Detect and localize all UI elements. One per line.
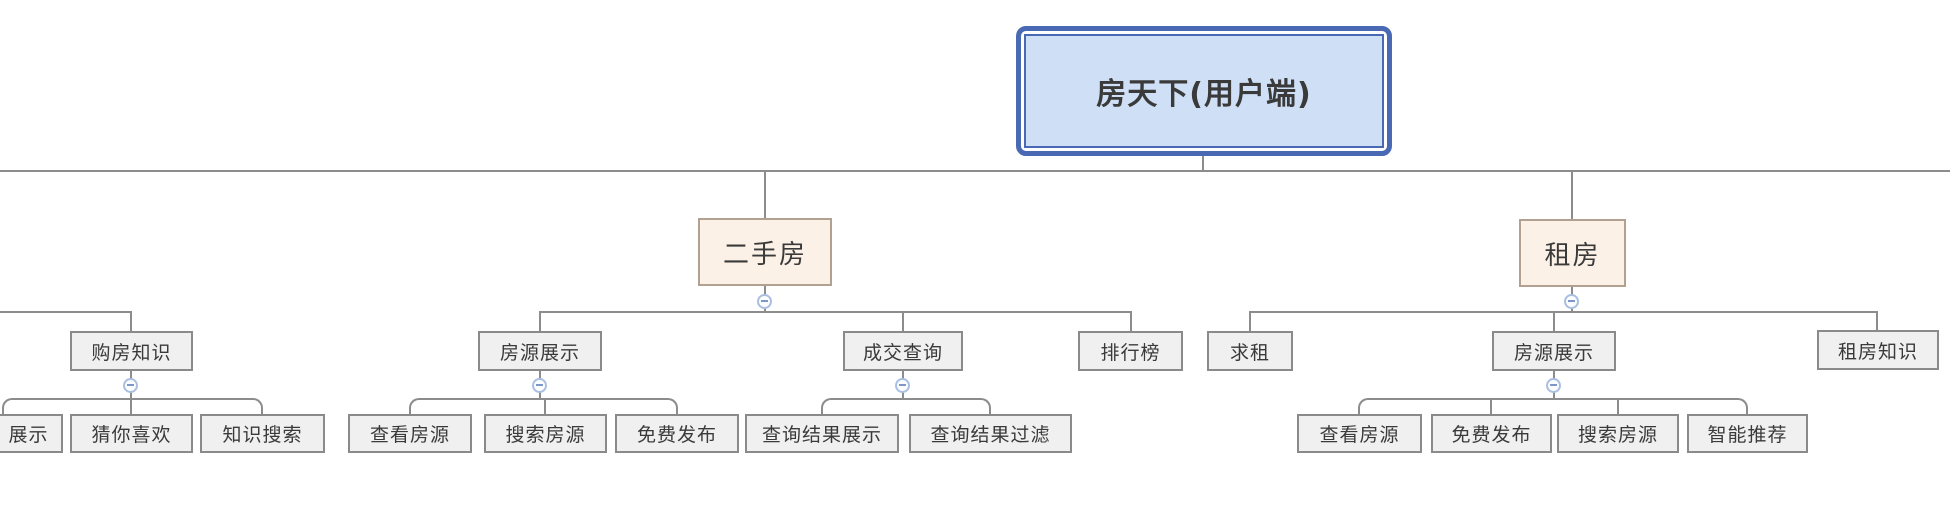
collapse-fangyuan-zhanshi-zf-minus-icon[interactable] — [1546, 378, 1561, 393]
collapse-zufang-minus-icon[interactable] — [1564, 294, 1579, 309]
collapse-fangyuan-zhanshi-esf-minus-icon[interactable] — [532, 378, 547, 393]
node-label: 知识搜索 — [222, 424, 303, 446]
node-label: 租房 — [1544, 240, 1601, 271]
node-zhishi-sousuo[interactable]: 知识搜索 — [200, 414, 325, 453]
node-zufang-zhishi[interactable]: 租房知识 — [1817, 330, 1939, 370]
node-chaxun-jieguo-zhanshi[interactable]: 查询结果展示 — [745, 414, 899, 453]
node-fangyuan-zhanshi-zf[interactable]: 房源展示 — [1492, 331, 1616, 371]
connector-bus-fangyuanzhanshi-zf-children — [1358, 398, 1748, 414]
connector-bus-chengjiaochaxun-children — [821, 398, 991, 414]
connector-drop-sousuo-fangyuan-esf — [544, 399, 546, 414]
node-sousuo-fangyuan-zf[interactable]: 搜索房源 — [1557, 414, 1679, 453]
node-label: 租房知识 — [1837, 340, 1918, 363]
collapse-ershoufang-minus-icon[interactable] — [757, 294, 772, 309]
node-chaxun-jieguo-guolv[interactable]: 查询结果过滤 — [909, 414, 1072, 453]
connector-drop-sousuo-fangyuan-zf — [1617, 399, 1619, 414]
connector-drop-fangyuan-zhanshi-zf — [1553, 311, 1555, 332]
node-goufang-zhishi[interactable]: 购房知识 — [70, 331, 193, 371]
node-label: 购房知识 — [91, 341, 172, 364]
node-label: 查询结果展示 — [761, 424, 882, 446]
connector-bus-left-cluster — [0, 311, 132, 331]
collapse-goufang-zhishi-minus-icon[interactable] — [123, 378, 138, 393]
node-label: 二手房 — [722, 239, 807, 270]
node-label: 展示 — [8, 424, 49, 446]
connector-drop-zufang — [1571, 171, 1573, 219]
node-zufang[interactable]: 租房 — [1519, 219, 1626, 287]
node-label: 猜你喜欢 — [91, 424, 172, 446]
connector-bus-fangyuanzhanshi-esf-children — [409, 398, 678, 414]
node-chengjiao-chaxun[interactable]: 成交查询 — [843, 331, 963, 371]
node-chakan-fangyuan-zf[interactable]: 查看房源 — [1297, 414, 1422, 453]
node-zhanshi-cutoff[interactable]: 展示 — [0, 414, 63, 453]
connector-bus-ershoufang-children — [539, 311, 1132, 331]
node-qiuzu[interactable]: 求租 — [1207, 331, 1293, 371]
node-label: 查询结果过滤 — [930, 424, 1051, 446]
node-label: 查看房源 — [1319, 424, 1400, 446]
node-label: 免费发布 — [1451, 424, 1532, 446]
connector-bus-zufang-children — [1249, 311, 1878, 331]
node-label: 求租 — [1229, 341, 1270, 364]
connector-level1-bus — [0, 170, 1950, 172]
connector-bus-goufangzhishi-children — [2, 398, 263, 414]
connector-root-stub — [1202, 156, 1204, 172]
node-root-fangtianxia[interactable]: 房天下(用户端) — [1016, 26, 1392, 156]
node-label: 房天下(用户端) — [1024, 34, 1384, 148]
connector-drop-ershoufang — [764, 171, 766, 218]
node-label: 成交查询 — [862, 341, 943, 364]
connector-drop-chengjiao-chaxun — [902, 311, 904, 332]
collapse-chengjiao-chaxun-minus-icon[interactable] — [895, 378, 910, 393]
node-chakan-fangyuan-esf[interactable]: 查看房源 — [348, 414, 472, 453]
node-sousuo-fangyuan-esf[interactable]: 搜索房源 — [484, 414, 607, 453]
node-label: 房源展示 — [499, 341, 580, 364]
node-label: 房源展示 — [1513, 341, 1594, 364]
node-label: 智能推荐 — [1707, 424, 1788, 446]
node-label: 查看房源 — [369, 424, 450, 446]
node-mianfei-fabu-zf[interactable]: 免费发布 — [1431, 414, 1552, 453]
node-label: 排行榜 — [1100, 341, 1161, 364]
connector-drop-mianfei-fabu-zf — [1490, 399, 1492, 414]
node-paihangbang[interactable]: 排行榜 — [1078, 331, 1183, 371]
node-zhineng-tuijian[interactable]: 智能推荐 — [1687, 414, 1808, 453]
node-label: 免费发布 — [636, 424, 717, 446]
node-mianfei-fabu-esf[interactable]: 免费发布 — [615, 414, 739, 453]
connector-drop-cainixihuan — [130, 399, 132, 414]
node-fangyuan-zhanshi-esf[interactable]: 房源展示 — [478, 331, 602, 371]
node-label: 搜索房源 — [1577, 424, 1658, 446]
node-label: 搜索房源 — [505, 424, 586, 446]
node-ershoufang[interactable]: 二手房 — [698, 218, 832, 286]
node-cainixihuan[interactable]: 猜你喜欢 — [70, 414, 193, 453]
